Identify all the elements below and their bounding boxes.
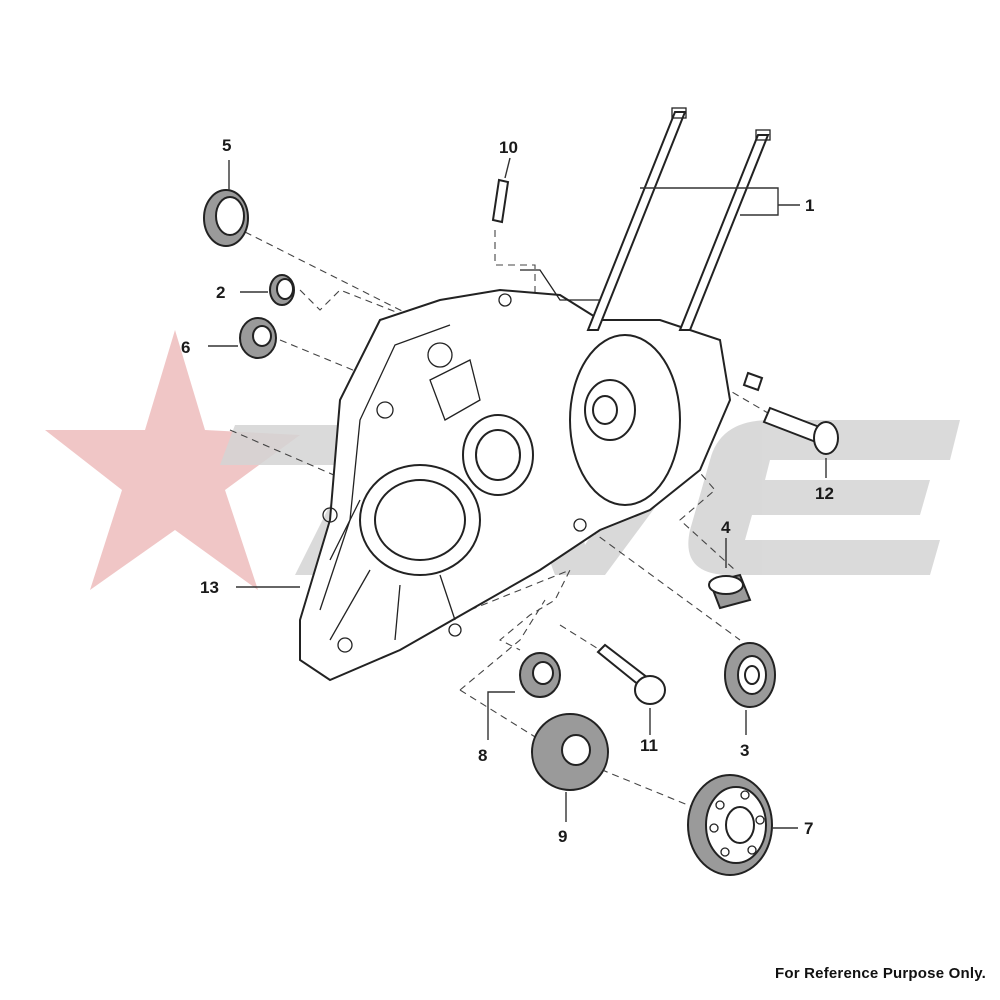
callout-3: 3 [740,741,749,760]
bearing-7 [687,774,773,876]
watermark-star-icon [45,330,300,590]
crankcase-housing [299,269,732,682]
callout-7: 7 [804,819,813,838]
washer-8 [519,652,561,698]
stud-bolts [586,107,771,331]
bolt-12 [742,371,839,455]
callout-1: 1 [805,196,814,215]
dowel-pin-10 [491,178,510,224]
callout-5: 5 [222,136,231,155]
bushing-4 [708,573,752,610]
callout-12: 12 [815,484,834,503]
callout-2: 2 [216,283,225,302]
leader-lines [208,157,827,829]
spacer-9 [531,713,609,791]
callout-6: 6 [181,338,190,357]
washer-6 [239,317,277,359]
bearing-3 [724,642,776,708]
callout-11: 11 [640,736,658,755]
collar-2 [269,274,295,306]
reference-note: For Reference Purpose Only. [774,965,986,982]
bolt-11 [596,643,666,705]
callout-labels: 1 2 3 4 5 6 7 8 9 10 11 12 13 [181,136,834,846]
callout-13: 13 [200,578,219,597]
callout-4: 4 [721,518,731,537]
oil-seal-5 [203,189,249,247]
callout-9: 9 [558,827,567,846]
callout-8: 8 [478,746,487,765]
callout-10: 10 [499,138,518,157]
